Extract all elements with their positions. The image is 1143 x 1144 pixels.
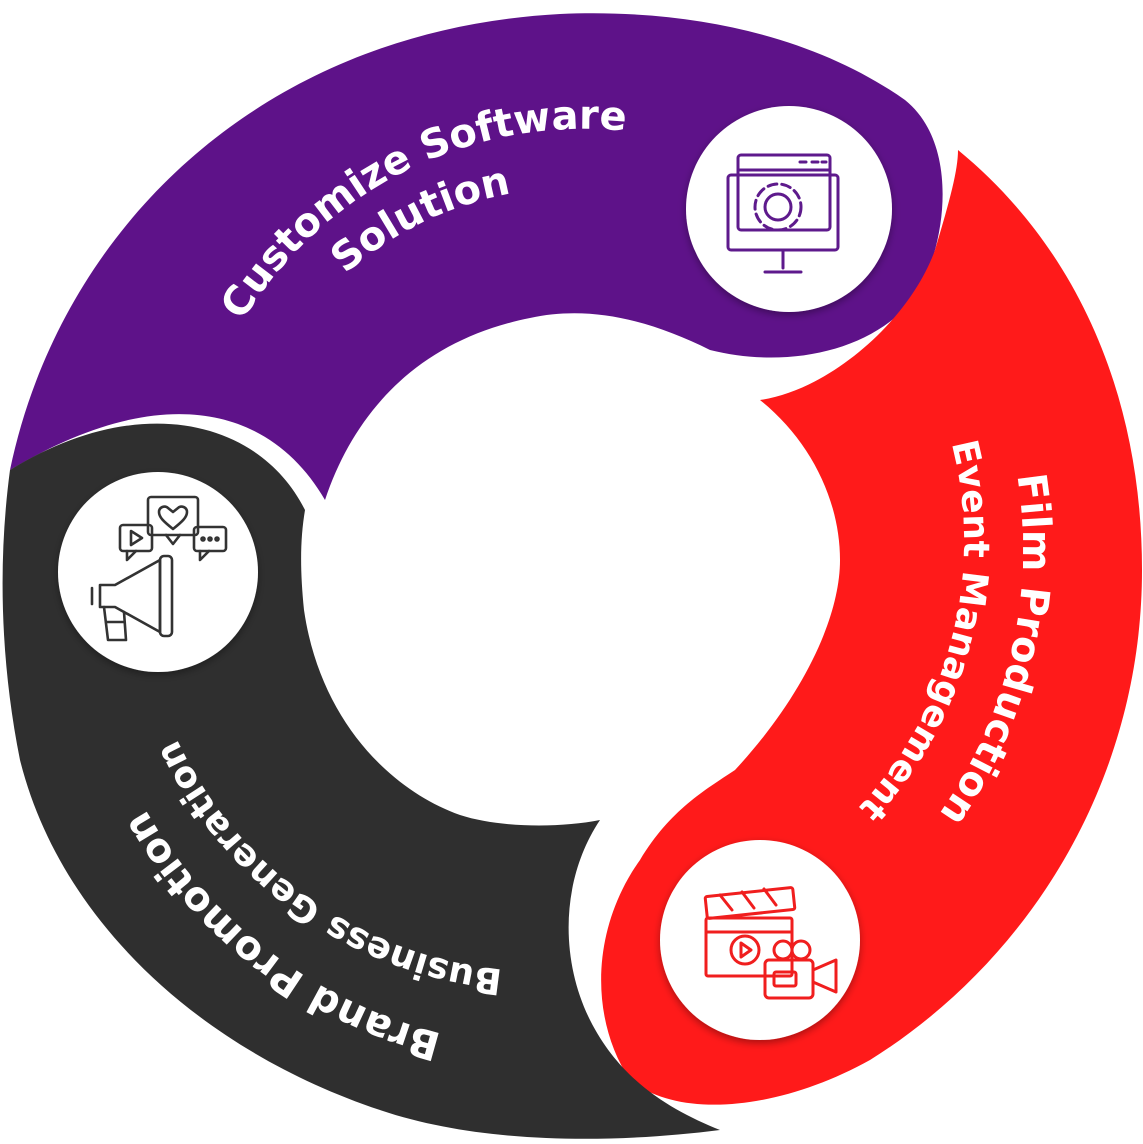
megaphone-social-icon [90, 495, 228, 642]
software-badge [686, 106, 892, 312]
clapperboard-camera-icon [703, 886, 838, 1000]
monitor-gear-icon [726, 153, 840, 274]
brand-badge [58, 472, 258, 672]
segment-software [10, 13, 943, 500]
film-badge [660, 840, 860, 1040]
